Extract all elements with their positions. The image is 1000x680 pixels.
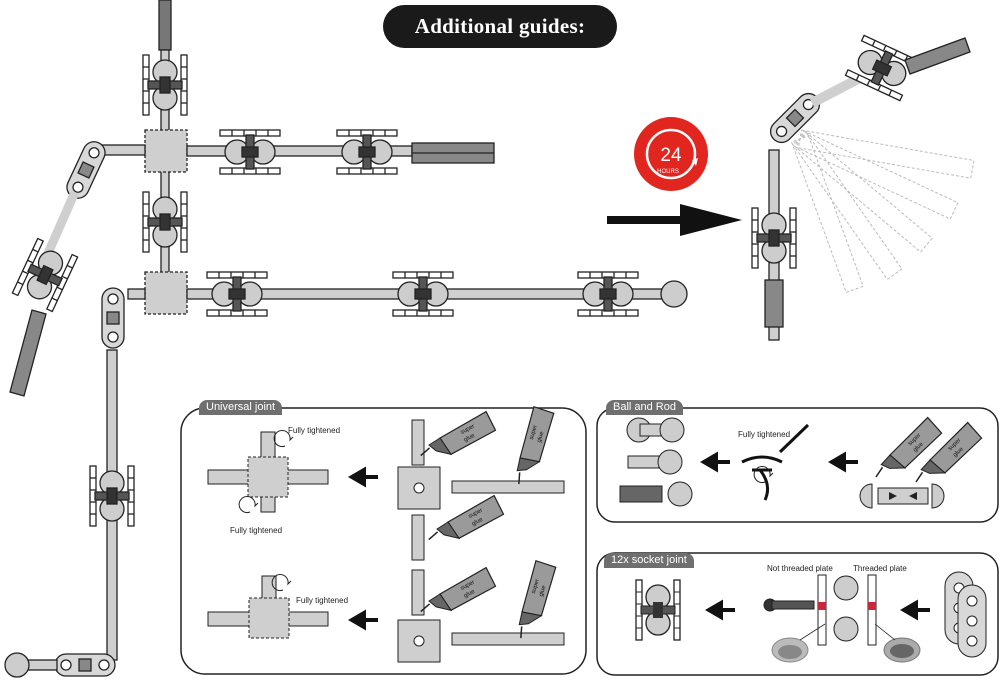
universal-joint-label: Universal joint [199, 400, 283, 415]
note-not-threaded-plate: Not threaded plate [767, 564, 833, 573]
ball-and-rod-panel [596, 407, 999, 523]
right-arrow-icon [607, 204, 742, 236]
note-fully-tightened-1: Fully tightened [288, 426, 341, 435]
ball-and-rod-label: Ball and Rod [606, 400, 683, 415]
rotation-ghost-limbs [790, 129, 975, 294]
socket-joint-panel [596, 552, 999, 676]
page-title: Additional guides: [383, 5, 617, 48]
main-armature [4, 0, 688, 678]
set-limb [751, 34, 971, 341]
timer-value: 24 [660, 145, 682, 166]
note-fully-tightened-3: Fully tightened [296, 596, 349, 605]
timer-icon [634, 117, 708, 191]
note-fully-tightened-2: Fully tightened [230, 526, 283, 535]
socket-joint-label: 12x socket joint [604, 553, 694, 568]
note-threaded-plate: Threaded plate [853, 564, 907, 573]
note-ball-rod-tightened: Fully tightened [738, 430, 791, 439]
timer-unit: HOURS [657, 169, 679, 175]
universal-joint-panel [180, 401, 587, 675]
